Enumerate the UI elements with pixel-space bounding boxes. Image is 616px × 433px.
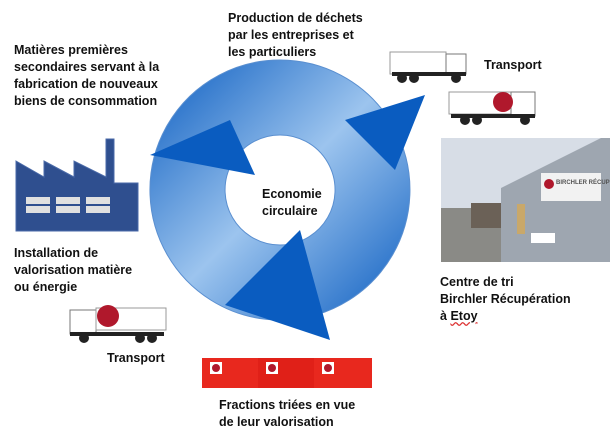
text-line: valorisation matière — [14, 263, 133, 277]
installation-label: Installation de valorisation matière ou … — [14, 245, 132, 296]
center-label-line: Economie — [262, 187, 322, 201]
text-line: Birchler Récupération — [440, 292, 571, 306]
text-line: Installation de — [14, 246, 99, 260]
text-line: Matières premières — [14, 43, 128, 57]
fractions-label: Fractions triées en vue de leur valorisa… — [219, 397, 355, 431]
text-line: Centre de tri — [440, 275, 514, 289]
factory-icon — [15, 138, 139, 232]
arrowhead-top-right — [345, 95, 425, 170]
center-label: Economie circulaire — [262, 186, 322, 220]
truck-icon — [389, 51, 467, 83]
text-line: de leur valorisation — [219, 415, 334, 429]
containers-icon — [202, 358, 372, 388]
text-line: secondaires servant à la — [14, 60, 160, 74]
spellcheck-word: Etoy — [450, 309, 478, 323]
truck-with-logo-icon — [448, 91, 536, 125]
text-line: ou énergie — [14, 280, 78, 294]
truck-with-logo-icon — [69, 305, 167, 343]
text-line: par les entreprises et — [228, 28, 354, 42]
centre-label: Centre de tri Birchler Récupération à Et… — [440, 274, 571, 325]
center-label-line: circulaire — [262, 204, 318, 218]
text-line: les particuliers — [228, 45, 317, 59]
transport-bottom-label: Transport — [107, 351, 165, 365]
sign-text: BIRCHLER RÉCUPÉRATION — [556, 178, 610, 186]
matieres-label: Matières premières secondaires servant à… — [14, 42, 159, 110]
text-line: biens de consommation — [14, 94, 158, 108]
production-label: Production de déchets par les entreprise… — [228, 10, 363, 61]
text-line: Production de déchets — [228, 11, 363, 25]
text-line: à Etoy — [440, 308, 571, 325]
arrowhead-bottom — [225, 230, 330, 340]
sorting-centre-photo: BIRCHLER RÉCUPÉRATION — [441, 138, 610, 262]
text-line: fabrication de nouveaux — [14, 77, 158, 91]
text-part: à — [440, 309, 451, 323]
arrowhead-left — [150, 120, 255, 175]
transport-top-label: Transport — [484, 58, 542, 72]
text-line: Fractions triées en vue — [219, 398, 356, 412]
